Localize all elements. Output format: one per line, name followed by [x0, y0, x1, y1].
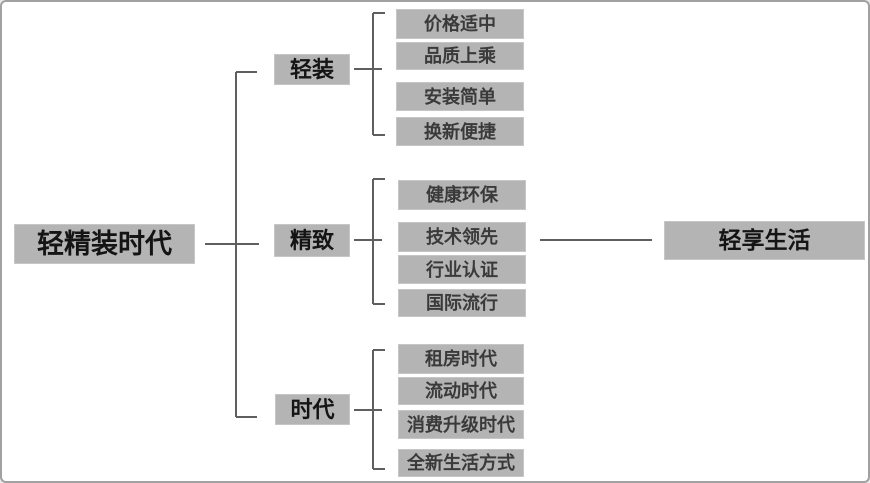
group3-node: 时代: [275, 394, 350, 425]
leaf-node: 换新便捷: [396, 117, 524, 146]
leaf-node: 流动时代: [398, 377, 524, 405]
leaf-node: 技术领先: [398, 222, 526, 252]
leaf-node: 品质上乘: [396, 42, 524, 70]
leaf-node: 安装简单: [396, 82, 524, 111]
result-node: 轻享生活: [664, 221, 865, 260]
leaf-node: 国际流行: [398, 289, 526, 317]
leaf-node: 行业认证: [398, 255, 526, 284]
group2-node: 精致: [274, 224, 350, 257]
leaf-node: 健康环保: [398, 180, 526, 210]
leaf-node: 租房时代: [398, 344, 524, 374]
leaf-node: 消费升级时代: [398, 410, 524, 439]
root-node: 轻精装时代: [14, 224, 195, 264]
leaf-node: 价格适中: [396, 9, 524, 39]
leaf-node: 全新生活方式: [398, 449, 524, 477]
group1-node: 轻装: [274, 54, 350, 85]
